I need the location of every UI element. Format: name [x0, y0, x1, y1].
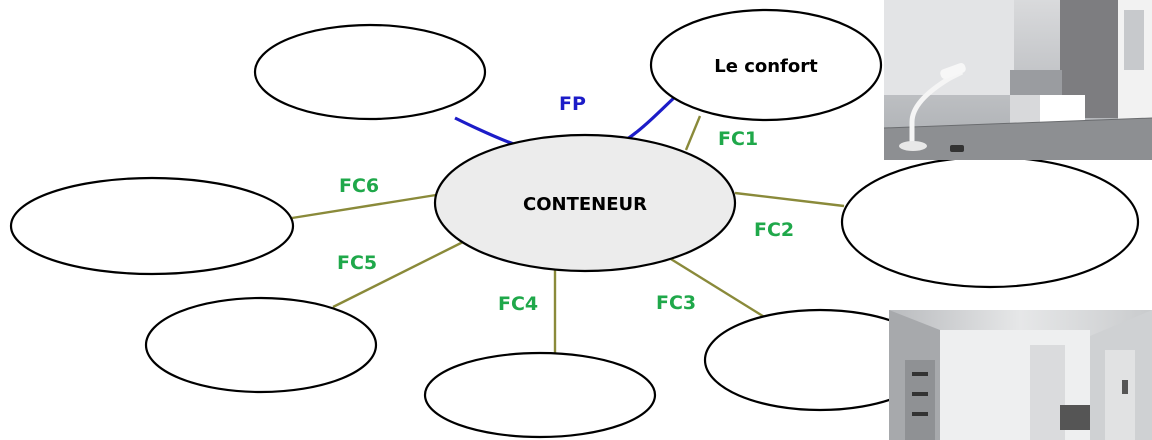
label-fc6: FC6 — [339, 175, 379, 197]
node-bottom — [423, 351, 657, 439]
center-label: CONTENEUR — [523, 194, 647, 215]
room-photo — [883, 0, 1152, 160]
label-fc2: FC2 — [754, 219, 794, 241]
label-fp: FP — [559, 93, 586, 115]
label-fc3: FC3 — [656, 292, 696, 314]
label-fc4: FC4 — [498, 293, 538, 315]
label-fc5: FC5 — [337, 252, 377, 274]
node-top-left — [253, 23, 487, 121]
connector-fc6 — [291, 193, 437, 220]
connector-fc2 — [734, 191, 845, 208]
node-bottom-left — [144, 296, 378, 394]
connector-fc5 — [332, 240, 464, 309]
node-center — [433, 133, 737, 273]
corridor-photo — [889, 310, 1152, 440]
connector-fc3 — [665, 254, 767, 320]
node-right — [840, 155, 1140, 289]
label-fc1: FC1 — [718, 128, 758, 150]
connector-fc1 — [684, 115, 702, 151]
node-top-right — [649, 8, 883, 122]
top-right-label: Le confort — [714, 56, 818, 77]
node-left — [9, 176, 295, 276]
